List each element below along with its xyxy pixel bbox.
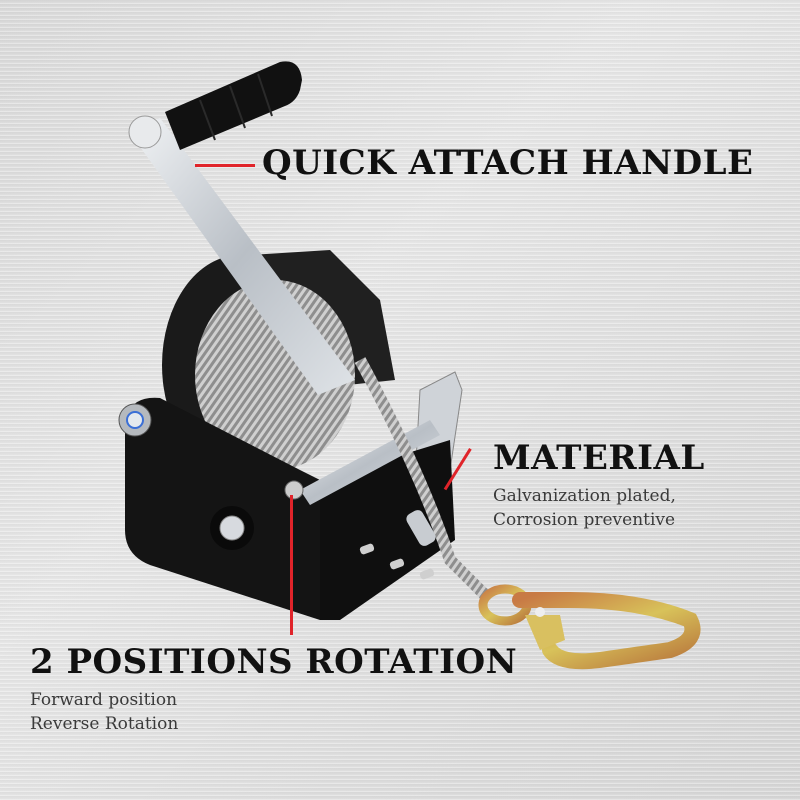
rotation-callout-line bbox=[290, 495, 293, 635]
material-desc-line-2: Corrosion preventive bbox=[493, 510, 676, 530]
handle-callout-line bbox=[195, 164, 255, 167]
hook-icon bbox=[478, 584, 701, 670]
crank-arm bbox=[128, 118, 355, 395]
rotation-desc-line-1: Forward position bbox=[30, 690, 178, 710]
material-title: MATERIAL bbox=[493, 438, 705, 478]
rotation-desc-line-2: Reverse Rotation bbox=[30, 714, 179, 734]
material-desc-line-1: Galvanization plated, bbox=[493, 486, 676, 506]
rotation-title: 2 POSITIONS ROTATION bbox=[30, 642, 518, 682]
bearing-icon bbox=[219, 515, 245, 541]
handle-title: QUICK ATTACH HANDLE bbox=[262, 143, 754, 183]
handle-grip-icon bbox=[165, 61, 302, 151]
